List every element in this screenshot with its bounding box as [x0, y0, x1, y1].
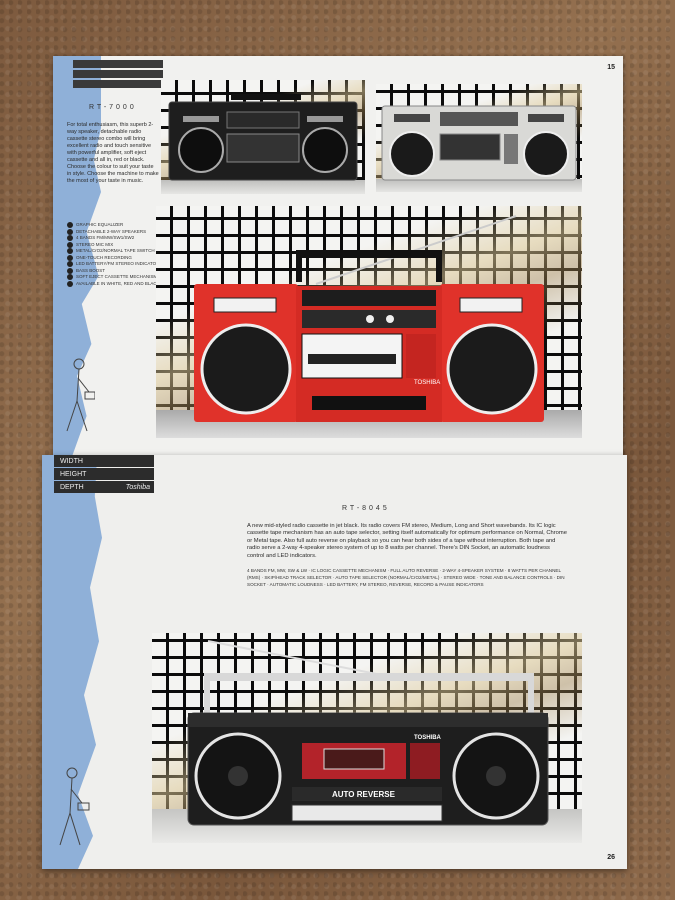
- black-boombox-photo: AUTO REVERSE TOSHIBA: [152, 633, 582, 843]
- silver-boombox-photo: [376, 84, 582, 192]
- black-boombox-photo: [161, 80, 365, 194]
- header-bars: [73, 60, 163, 90]
- feature-item: SOFT EJECT CASSETTE MECHANISM: [67, 274, 163, 281]
- bullet-dot: [67, 228, 73, 235]
- red-boombox-photo: TOSHIBA: [156, 206, 582, 438]
- feature-text: METAL/CrO2/NORMAL TAPE SWITCH: [76, 248, 155, 253]
- walking-figure-illustration: [59, 767, 90, 846]
- feature-text: GRAPHIC EQUALIZER: [76, 222, 124, 227]
- top-catalogue-page: RT-7000 For total enthusiasm, this super…: [53, 56, 623, 456]
- bullet-dot: [67, 254, 73, 261]
- feature-text: AVAILABLE IN WHITE, RED AND BLACK: [76, 280, 160, 286]
- feature-text: ONE-TOUCH RECORDING: [76, 254, 132, 260]
- red-radio-brand: TOSHIBA: [414, 380, 440, 386]
- feature-text: DETACHABLE 2-WAY SPEAKERS: [76, 228, 147, 234]
- feature-text: STEREO MIC MIX: [76, 241, 114, 247]
- spec-width: WIDTH: [54, 455, 154, 467]
- bullet-dot: [67, 274, 73, 281]
- radio-brand: TOSHIBA: [414, 735, 442, 741]
- feature-item: GRAPHIC EQUALIZER: [67, 222, 163, 229]
- bullet-dot: [67, 222, 73, 229]
- feature-item: LED BATTERY/FM STEREO INDICATORS: [67, 261, 163, 268]
- bullet-dot: [67, 280, 73, 287]
- page-number: 26: [607, 854, 615, 861]
- spec-height: HEIGHT: [54, 468, 154, 480]
- product-description: A new mid-styled radio cassette in jet b…: [247, 523, 567, 559]
- feature-text: 4 BANDS FM/MW/SW1/SW2: [76, 235, 135, 240]
- feature-text: BASS BOOST: [76, 267, 106, 273]
- feature-item: 4 BANDS FM/MW/SW1/SW2: [67, 235, 163, 242]
- feature-item: BASS BOOST: [67, 268, 163, 275]
- bullet-dot: [67, 261, 73, 268]
- feature-item: DETACHABLE 2-WAY SPEAKERS: [67, 229, 163, 236]
- bullet-dot: [67, 241, 73, 248]
- feature-item: AVAILABLE IN WHITE, RED AND BLACK: [67, 281, 163, 288]
- radio-label: AUTO REVERSE: [332, 790, 396, 799]
- feature-text: LED BATTERY/FM STEREO INDICATORS: [76, 261, 163, 266]
- model-number: RT-7000: [89, 104, 137, 111]
- bullet-dot: [67, 267, 73, 274]
- page-number: 15: [607, 64, 615, 71]
- bullet-dot: [67, 235, 73, 242]
- feature-item: ONE-TOUCH RECORDING: [67, 255, 163, 262]
- model-number: RT-8045: [342, 505, 390, 512]
- feature-text: SOFT EJECT CASSETTE MECHANISM: [76, 274, 158, 279]
- product-description: For total enthusiasm, this superb 2-way …: [67, 122, 159, 184]
- feature-item: METAL/CrO2/NORMAL TAPE SWITCH: [67, 248, 163, 255]
- walking-figure-illustration: [66, 358, 95, 432]
- bullet-dot: [67, 248, 73, 255]
- feature-list: 4 BANDS FM, MW, SW & LW · IC LOGIC CASSE…: [247, 568, 565, 587]
- feature-item: STEREO MIC MIX: [67, 242, 163, 249]
